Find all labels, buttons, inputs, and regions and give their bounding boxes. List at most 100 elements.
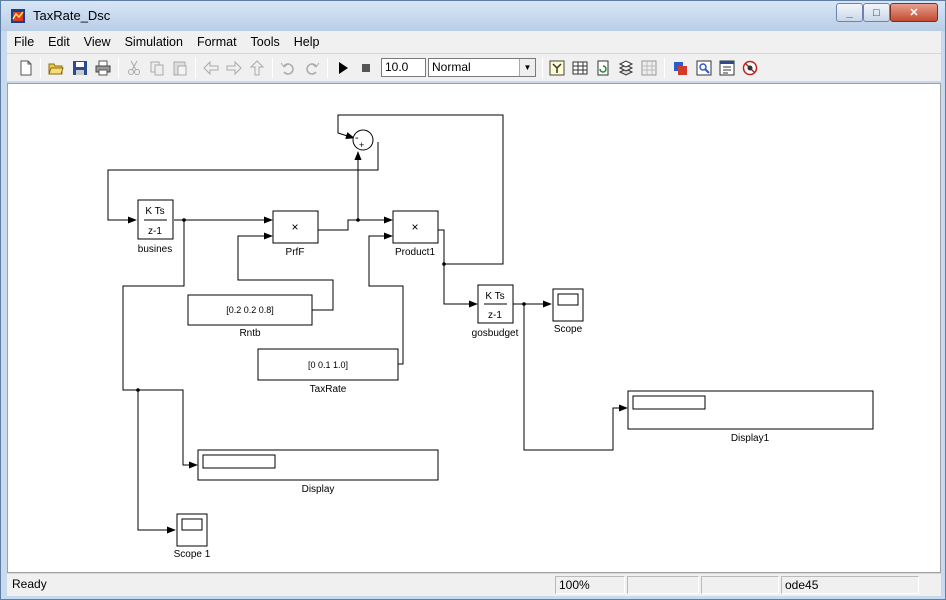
- signal-line[interactable]: [438, 229, 478, 308]
- status-bar: Ready 100% ode45: [7, 574, 941, 596]
- forward-icon[interactable]: [225, 59, 243, 77]
- display1-block[interactable]: Display1: [627, 390, 874, 444]
- menu-file[interactable]: File: [14, 35, 35, 49]
- busines-block[interactable]: K Ts z-1 busines: [137, 199, 174, 255]
- toolbar-separator: [40, 58, 41, 78]
- toolbar-separator: [542, 58, 543, 78]
- product1-symbol: ×: [411, 220, 418, 234]
- toolbar-separator: [272, 58, 273, 78]
- redo-icon[interactable]: [303, 59, 321, 77]
- library-icon[interactable]: [548, 59, 566, 77]
- scope1-label: Scope 1: [174, 549, 211, 560]
- stop-time-input[interactable]: 10.0: [381, 58, 426, 77]
- menu-view[interactable]: View: [83, 35, 111, 49]
- chevron-down-icon[interactable]: ▼: [519, 59, 535, 76]
- simulation-mode-value: Normal: [432, 60, 471, 74]
- signal-line[interactable]: [137, 390, 176, 534]
- window-title: TaxRate_Dsc: [33, 8, 111, 23]
- prff-label: PrfF: [286, 247, 305, 258]
- close-button[interactable]: ✕: [890, 3, 938, 22]
- branch-point: [136, 388, 140, 392]
- undo-icon[interactable]: [279, 59, 297, 77]
- toolbar: 10.0 Normal ▼: [7, 54, 941, 82]
- scope-block[interactable]: Scope: [552, 288, 584, 335]
- signal-line[interactable]: [138, 389, 198, 469]
- signal-line[interactable]: [237, 232, 334, 311]
- cut-icon[interactable]: [125, 59, 143, 77]
- toolbar-separator: [195, 58, 196, 78]
- scope-label: Scope: [554, 324, 583, 335]
- menu-tools[interactable]: Tools: [250, 35, 280, 49]
- save-icon[interactable]: [71, 59, 89, 77]
- menu-bar: File Edit View Simulation Format Tools H…: [7, 31, 941, 53]
- taxrate-label: TaxRate: [310, 384, 347, 395]
- signal-line[interactable]: [122, 220, 185, 391]
- simulation-mode-select[interactable]: Normal ▼: [428, 58, 536, 77]
- signal-line[interactable]: [368, 232, 404, 365]
- up-icon[interactable]: [248, 59, 266, 77]
- prff-block[interactable]: × PrfF: [272, 210, 319, 258]
- product1-label: Product1: [395, 247, 435, 258]
- run-icon[interactable]: [334, 59, 352, 77]
- signal-line[interactable]: [523, 304, 628, 451]
- new-icon[interactable]: [17, 59, 35, 77]
- branch-point: [356, 218, 360, 222]
- signal-line[interactable]: [107, 142, 379, 224]
- scope-icon[interactable]: [640, 59, 658, 77]
- branch-point: [522, 302, 526, 306]
- close-icon: ✕: [909, 7, 919, 19]
- title-bar[interactable]: TaxRate_Dsc _ □ ✕: [1, 1, 945, 31]
- toolbar-separator: [118, 58, 119, 78]
- menu-edit[interactable]: Edit: [48, 35, 70, 49]
- model-canvas[interactable]: - + K Ts z-1 busines × PrfF × Prod: [7, 83, 941, 573]
- menu-help[interactable]: Help: [293, 35, 320, 49]
- busines-gain-text: K Ts: [145, 206, 164, 217]
- paste-icon[interactable]: [171, 59, 189, 77]
- properties-icon[interactable]: [718, 59, 736, 77]
- product1-block[interactable]: × Product1: [392, 210, 439, 258]
- taxrate-block[interactable]: [0 0.1 1.0] TaxRate: [257, 348, 399, 395]
- branch-point: [182, 218, 186, 222]
- status-ready: Ready: [12, 577, 47, 591]
- display-block[interactable]: Display: [197, 449, 439, 495]
- gosbudget-denominator-text: z-1: [488, 310, 502, 321]
- status-cell-empty: [627, 576, 699, 594]
- sum-plus-sign: +: [359, 140, 364, 150]
- simulink-app-icon: [11, 9, 25, 23]
- model-explorer-icon[interactable]: [571, 59, 589, 77]
- rntb-block[interactable]: [0.2 0.2 0.8] Rntb: [187, 294, 313, 339]
- open-icon[interactable]: [47, 59, 65, 77]
- update-diagram-icon[interactable]: [594, 59, 612, 77]
- taxrate-value: [0 0.1 1.0]: [308, 360, 348, 370]
- sum-minus-sign: -: [355, 132, 359, 144]
- signal-lines: [107, 114, 628, 534]
- profiler-icon[interactable]: [741, 59, 759, 77]
- status-zoom: 100%: [555, 576, 625, 594]
- sum-block[interactable]: - +: [352, 129, 374, 151]
- stop-icon[interactable]: [357, 59, 375, 77]
- gosbudget-block[interactable]: K Ts z-1 gosbudget: [472, 284, 519, 339]
- back-icon[interactable]: [202, 59, 220, 77]
- rntb-value: [0.2 0.2 0.8]: [226, 305, 274, 315]
- rntb-label: Rntb: [239, 328, 261, 339]
- find-icon[interactable]: [695, 59, 713, 77]
- menu-format[interactable]: Format: [196, 35, 237, 49]
- toolbar-separator: [664, 58, 665, 78]
- display-label: Display: [302, 484, 335, 495]
- minimize-button[interactable]: _: [836, 3, 863, 22]
- debug-icon[interactable]: [671, 59, 689, 77]
- block-diagram: - + K Ts z-1 busines × PrfF × Prod: [107, 114, 874, 560]
- maximize-icon: □: [873, 6, 880, 19]
- status-solver: ode45: [781, 576, 919, 594]
- maximize-button[interactable]: □: [863, 3, 890, 22]
- signal-line[interactable]: [318, 216, 393, 231]
- build-icon[interactable]: [617, 59, 635, 77]
- signal-line[interactable]: [337, 114, 504, 265]
- menu-simulation[interactable]: Simulation: [124, 35, 183, 49]
- branch-point: [442, 262, 446, 266]
- status-cell-empty: [701, 576, 779, 594]
- print-icon[interactable]: [94, 59, 112, 77]
- copy-icon[interactable]: [148, 59, 166, 77]
- scope1-block[interactable]: Scope 1: [174, 513, 211, 560]
